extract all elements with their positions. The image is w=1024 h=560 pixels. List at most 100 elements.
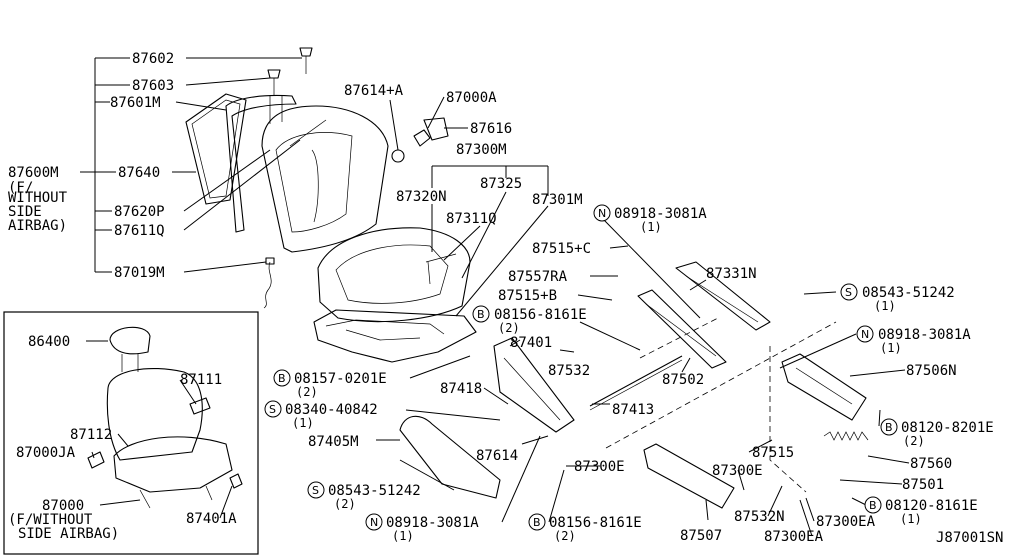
badge-b-label: B [533,516,541,529]
label-87112: 87112 [70,427,112,443]
label-87557RA: 87557RA [508,269,568,285]
label-87320N: 87320N [396,189,447,205]
label-08918-a: 08918-3081A [614,206,707,222]
badge-n-label: N [370,516,378,529]
badge-n-label: N [598,207,606,220]
label-87560: 87560 [910,456,952,472]
badge-b-icon [472,305,490,323]
label-87000-note-1: (F/WITHOUT [8,512,93,528]
headrest-guide-drawing [267,47,313,96]
rod-drawing [589,355,683,411]
label-08543-a: 08543-51242 [862,285,955,301]
label-87515: 87515 [752,445,794,461]
recliner-drawing [493,337,575,433]
label-87614A: 87614+A [344,83,404,99]
slide-rail-right-drawing [781,353,867,421]
label-87601M: 87601M [110,95,161,111]
badge-b-icon [528,513,546,531]
label-08157: 08157-0201E [294,371,387,387]
label-87000A: 87000A [446,90,497,106]
label-87507: 87507 [680,528,722,544]
label-08157-qty: (2) [296,385,318,399]
seatback-frame-drawing [225,94,297,233]
badge-n-icon [856,325,874,343]
label-87000JA: 87000JA [16,445,76,461]
label-87401: 87401 [510,335,552,351]
label-87620P: 87620P [114,204,165,220]
label-08156-a-qty: (2) [498,321,520,335]
label-08156-a: 08156-8161E [494,307,587,323]
label-87614: 87614 [476,448,518,464]
side-cover-drawing [399,415,501,499]
label-08918-c-qty: (1) [392,529,414,543]
label-87019M: 87019M [114,265,165,281]
label-87300M: 87300M [456,142,507,158]
label-08120-a-qty: (2) [903,434,925,448]
label-87532: 87532 [548,363,590,379]
badge-s-icon [307,481,325,499]
label-87515C: 87515+C [532,241,591,257]
label-87611Q: 87611Q [114,223,165,239]
label-87602: 87602 [132,51,174,67]
inset-seat-drawing [87,326,243,509]
label-87300E-a: 87300E [574,459,625,475]
badge-b-label: B [278,372,286,385]
slide-rail-left-drawing [637,289,727,369]
label-86400: 86400 [28,334,70,350]
seat-base-frame-drawing [313,309,477,363]
badge-s-label: S [312,484,319,497]
label-87000: 87000 [42,498,84,514]
label-87300EA-b: 87300EA [764,529,824,545]
label-08918-a-qty: (1) [640,220,662,234]
label-87000-note-2: SIDE AIRBAG) [18,526,119,542]
label-87401A: 87401A [186,511,237,527]
label-08543-a-qty: (1) [874,299,896,313]
label-08918-c: 08918-3081A [386,515,479,531]
label-08156-b-qty: (2) [554,529,576,543]
label-87603: 87603 [132,78,174,94]
label-87600M-note-1: (F/ [8,180,33,196]
label-87600M: 87600M [8,165,59,181]
label-87301M: 87301M [532,192,583,208]
seatback-board-drawing [185,93,247,205]
label-87413: 87413 [612,402,654,418]
label-87515B: 87515+B [498,288,557,304]
badge-b-icon [273,369,291,387]
label-87506N: 87506N [906,363,957,379]
lower-rail-drawing [643,443,735,509]
badge-n-label: N [861,328,869,341]
label-87300EA-a: 87300EA [816,514,876,530]
label-87501: 87501 [902,477,944,493]
label-87300E-b: 87300E [712,463,763,479]
label-08340: 08340-40842 [285,402,378,418]
label-87311Q: 87311Q [446,211,497,227]
label-87640: 87640 [118,165,160,181]
diagram-code: J87001SN [936,530,1003,546]
badge-b-icon [864,496,882,514]
label-87325: 87325 [480,176,522,192]
recliner-parts-drawing [391,117,449,163]
label-08120-b: 08120-8161E [885,498,978,514]
badge-b-icon [880,418,898,436]
label-08340-qty: (1) [292,416,314,430]
badge-b-label: B [885,421,893,434]
label-87331N: 87331N [706,266,757,282]
badge-n-icon [593,204,611,222]
dashed-guides [605,317,837,493]
label-87600M-note-3: SIDE [8,204,42,220]
badges: N S B N B S B S B N B [264,204,898,531]
label-08120-b-qty: (1) [900,512,922,526]
badge-s-icon [840,283,858,301]
label-08543-b: 08543-51242 [328,483,421,499]
spring-drawing [823,431,869,441]
label-87111: 87111 [180,372,222,388]
label-87418: 87418 [440,381,482,397]
badge-b-label: B [869,499,877,512]
label-87600M-note-2: WITHOUT [8,190,68,206]
label-87600M-note-4: AIRBAG) [8,218,67,234]
label-87532N: 87532N [734,509,785,525]
badge-s-label: S [269,403,276,416]
seatback-cushion-drawing [261,105,389,253]
